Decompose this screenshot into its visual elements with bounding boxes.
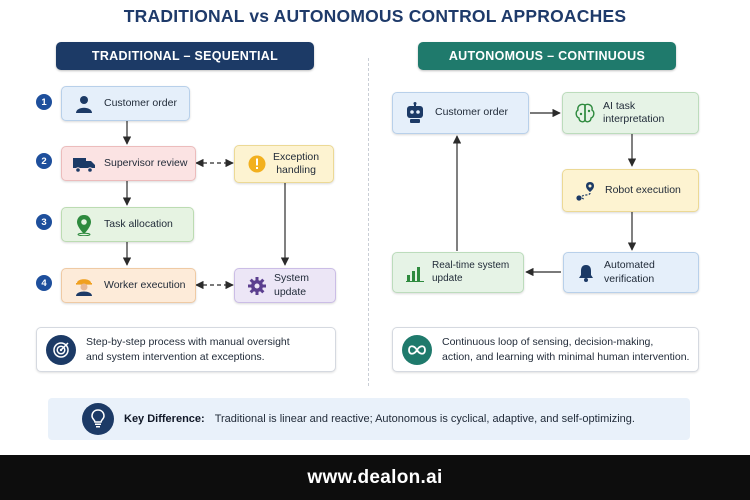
ai-task-label: AI task interpretation <box>603 99 665 125</box>
step-label: Customer order <box>104 96 177 109</box>
map-pin-icon <box>70 211 98 239</box>
auto-customer-order: Customer order <box>392 92 529 134</box>
brain-icon <box>571 99 599 127</box>
realtime-system-update: Real-time system update <box>392 252 524 293</box>
system-update-label: System update <box>274 272 310 298</box>
worker-icon <box>70 272 98 300</box>
step-badge-3: 3 <box>36 214 52 230</box>
exception-label-line1: Exception <box>273 150 320 163</box>
footer-url: www.dealon.ai <box>0 455 750 500</box>
step-label: Task allocation <box>104 217 173 230</box>
step-task-allocation: Task allocation <box>61 207 194 242</box>
autonomous-note: Continuous loop of sensing, decision-mak… <box>392 327 699 372</box>
target-icon <box>46 334 76 365</box>
warning-icon <box>243 150 271 178</box>
autonomous-note-line2: action, and learning with minimal human … <box>442 350 690 363</box>
robot-icon <box>401 99 429 127</box>
step-badge-1: 1 <box>36 94 52 110</box>
section-divider <box>368 58 369 386</box>
autonomous-note-line1: Continuous loop of sensing, decision-mak… <box>442 336 654 349</box>
infinity-icon <box>402 334 432 365</box>
route-icon <box>571 177 599 205</box>
robot-execution-label: Robot execution <box>605 183 681 196</box>
traditional-note: Step-by-step process with manual oversig… <box>36 327 336 372</box>
traditional-note-line2: and system intervention at exceptions. <box>86 350 265 363</box>
bar-chart-icon <box>401 259 429 287</box>
exception-label-line2: handling <box>276 164 316 176</box>
lightbulb-icon <box>82 403 114 435</box>
automated-verification: Automated verification <box>563 252 699 293</box>
person-icon <box>70 90 98 118</box>
traditional-note-line1: Step-by-step process with manual oversig… <box>86 336 290 349</box>
traditional-heading: TRADITIONAL – SEQUENTIAL <box>56 42 314 70</box>
truck-icon <box>70 150 98 178</box>
robot-execution: Robot execution <box>562 169 699 212</box>
bell-icon <box>572 259 600 287</box>
step-badge-4: 4 <box>36 275 52 291</box>
exception-handling: Exception handling <box>234 145 334 183</box>
ai-task-interpretation: AI task interpretation <box>562 92 699 134</box>
key-difference-label: Key Difference: <box>124 413 205 425</box>
step-worker-execution: Worker execution <box>61 268 196 303</box>
step-badge-2: 2 <box>36 153 52 169</box>
autonomous-heading: AUTONOMOUS – CONTINUOUS <box>418 42 676 70</box>
step-customer-order: Customer order <box>61 86 190 121</box>
page-title: TRADITIONAL vs AUTONOMOUS CONTROL APPROA… <box>123 6 627 26</box>
realtime-label: Real-time system update <box>432 260 510 284</box>
step-supervisor-review: Supervisor review <box>61 146 196 181</box>
system-update: System update <box>234 268 336 303</box>
gear-icon <box>243 272 271 300</box>
key-difference-text: Traditional is linear and reactive; Auto… <box>214 413 635 425</box>
step-label: Worker execution <box>104 278 186 291</box>
verification-label: Automated verification <box>604 259 655 285</box>
auto-customer-order-label: Customer order <box>435 106 508 119</box>
step-label: Supervisor review <box>104 156 188 169</box>
key-difference-box: Key Difference: Traditional is linear an… <box>48 398 690 440</box>
